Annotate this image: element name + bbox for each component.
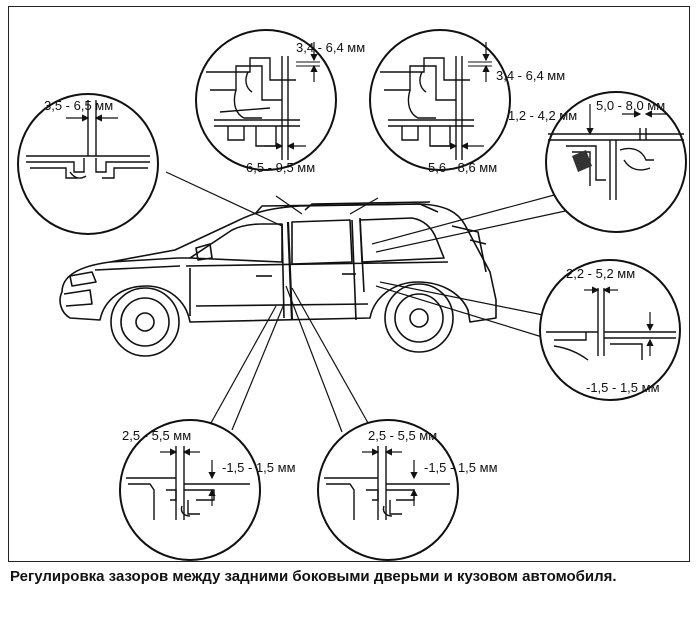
- vehicle-outline: [59, 201, 497, 357]
- detail-bottom-center: [317, 419, 459, 561]
- label-bottom-center-gap: 2,5 - 5,5 мм: [368, 428, 437, 443]
- leader-lines: [165, 171, 571, 433]
- detail-right-top: [545, 91, 687, 233]
- door-gap-diagram: 3,5 - 6,5 мм 3,4 - 6,4 мм 6,5 - 9,5 мм 3…: [17, 29, 687, 561]
- detail-top-center: [195, 29, 337, 171]
- detail-bottom-left: [119, 419, 261, 561]
- figure-caption: Регулировка зазоров между задними боковы…: [10, 568, 617, 585]
- label-right-top-small: 1,2 - 4,2 мм: [508, 108, 577, 123]
- label-bottom-center-flush: -1,5 - 1,5 мм: [424, 460, 498, 475]
- label-top-right-width: 5,6 - 8,6 мм: [428, 160, 497, 175]
- diagram-frame: [8, 6, 690, 562]
- label-bottom-left-flush: -1,5 - 1,5 мм: [222, 460, 296, 475]
- label-top-center-height: 3,4 - 6,4 мм: [296, 40, 365, 55]
- label-right-mid-flush: -1,5 - 1,5 мм: [586, 380, 660, 395]
- label-right-mid-gap: 2,2 - 5,2 мм: [566, 266, 635, 281]
- detail-right-middle: [539, 259, 681, 401]
- label-right-top-wide: 5,0 - 8,0 мм: [596, 98, 665, 113]
- label-top-right-height: 3,4 - 6,4 мм: [496, 68, 565, 83]
- label-top-center-width: 6,5 - 9,5 мм: [246, 160, 315, 175]
- detail-top-left: [17, 93, 159, 235]
- detail-top-right: [369, 29, 511, 171]
- label-top-left-gap: 3,5 - 6,5 мм: [44, 98, 113, 113]
- label-bottom-left-gap: 2,5 - 5,5 мм: [122, 428, 191, 443]
